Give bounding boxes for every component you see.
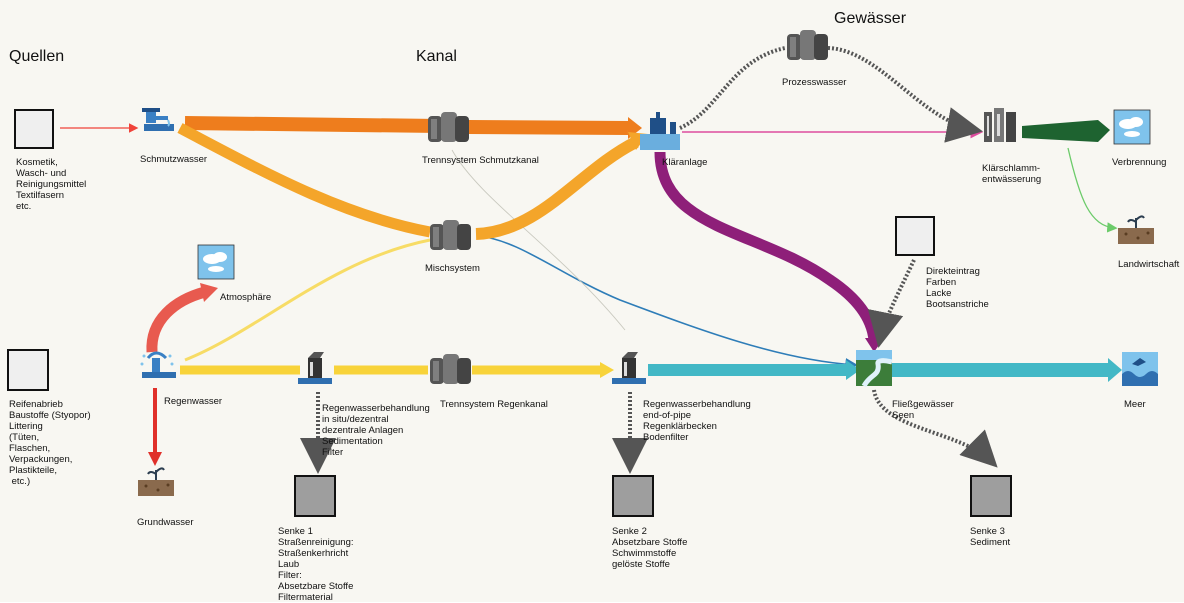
label-rwb1: Regenwasserbehandlung in situ/dezentral …	[322, 403, 430, 458]
label-grundwasser: Grundwasser	[137, 517, 194, 528]
label-klaerschlamm: Klärschlamm- entwässerung	[982, 163, 1042, 185]
filter-icon-rwb1	[298, 352, 332, 384]
sink-box-senke2	[612, 475, 654, 517]
tanks-icon-misch	[430, 220, 471, 250]
sink-box-senke1	[294, 475, 336, 517]
atmo-flow	[146, 286, 207, 353]
label-rwb2: Regenwasserbehandlung end-of-pipe Regenk…	[643, 399, 751, 443]
source-box-kosmetik	[14, 109, 54, 149]
regen-arrowhead	[600, 362, 614, 378]
label-senke2: Senke 2 Absetzbare Stoffe Schwimmstoffe …	[612, 526, 688, 570]
sea-icon	[1122, 352, 1158, 386]
label-klaeranlage: Kläranlage	[662, 157, 708, 168]
tanks-icon-schmutz	[428, 112, 469, 142]
prozess-dash-2	[827, 46, 983, 143]
treatment-plant-icon	[640, 112, 680, 150]
sprinkler-icon	[140, 351, 176, 378]
tap-icon	[142, 108, 174, 131]
misch-fluss-flow	[477, 235, 859, 371]
label-senke3: Senke 3 Sediment	[970, 526, 1011, 548]
label-atmosphaere: Atmosphäre	[220, 292, 272, 303]
label-mischsystem: Mischsystem	[425, 263, 480, 274]
soil-plant-icon-grund	[138, 467, 174, 496]
label-direkteintrag: Direkteintrag Farben Lacke Bootsanstrich…	[926, 266, 989, 310]
label-fliessgewaesser: Fließgewässer Seen	[892, 399, 954, 421]
schmutz-misch-flow	[177, 123, 432, 238]
label-reifen: Reifenabrieb Baustoffe (Styopor) Litteri…	[9, 399, 91, 487]
misch-klaer-flow	[475, 136, 639, 240]
soil-plant-icon-landw	[1118, 215, 1154, 244]
fluss-meer-arrowhead	[1108, 358, 1122, 382]
direkt-dash	[867, 259, 916, 348]
source-box-direkteintrag	[895, 216, 935, 256]
cloud-icon-atmo	[197, 244, 235, 280]
rwb2-fluss-arrowhead	[846, 360, 860, 380]
schmutz-flow-1	[184, 116, 441, 133]
regen-misch-flow	[184, 238, 431, 362]
cloud-icon-verbrennung	[1113, 109, 1151, 145]
source-box-reifen	[7, 349, 49, 391]
tanks-icon-regen	[430, 354, 471, 384]
dashed-arrows	[300, 46, 998, 474]
filter-icon-rwb2	[612, 352, 646, 384]
label-trennsystem-schmutz: Trennsystem Schmutzkanal	[422, 155, 539, 166]
thin-grey-link	[451, 149, 626, 331]
atmo-arrowhead	[200, 283, 218, 302]
klaer-fluss-flow	[654, 151, 880, 341]
schmutz-flow-2	[467, 120, 629, 135]
landwirtschaft-flow	[1067, 147, 1118, 233]
sink-box-senke3	[970, 475, 1012, 517]
label-senke1: Senke 1 Straßenreinigung: Straßenkerhric…	[278, 526, 354, 603]
sediment-dash	[872, 389, 998, 468]
river-icon	[856, 350, 893, 388]
grund-arrowhead	[148, 452, 162, 466]
label-schmutzwasser: Schmutzwasser	[140, 154, 208, 165]
header-gewaesser: Gewässer	[834, 10, 907, 27]
label-meer: Meer	[1124, 399, 1146, 410]
label-regenwasser: Regenwasser	[164, 396, 223, 407]
label-prozesswasser: Prozesswasser	[782, 77, 847, 88]
header-kanal: Kanal	[416, 48, 457, 65]
header-quellen: Quellen	[9, 48, 65, 65]
label-trennsystem-regen: Trennsystem Regenkanal	[440, 399, 548, 410]
dewatering-icon	[984, 108, 1016, 142]
label-kosmetik: Kosmetik, Wasch- und Reinigungsmittel Te…	[16, 157, 87, 212]
prozess-dash-1	[679, 46, 786, 130]
schlamm-flow	[1022, 120, 1110, 142]
label-landwirtschaft: Landwirtschaft	[1118, 259, 1180, 270]
klaer-fluss-arrowhead	[865, 338, 884, 352]
label-verbrennung: Verbrennung	[1112, 157, 1167, 168]
tanks-icon-prozess	[787, 30, 828, 60]
